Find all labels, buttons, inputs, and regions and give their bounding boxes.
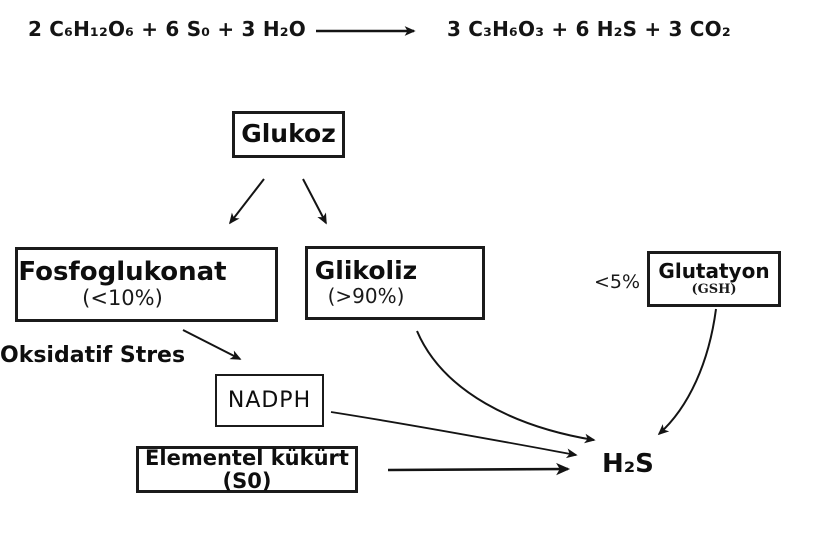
node-glikoliz-label: Glikoliz: [314, 255, 418, 285]
arrow-glukoz-to-fosfoglukonat-icon: [228, 178, 265, 225]
node-nadph-label: NADPH: [227, 387, 312, 413]
node-glutatyon-label: Glutatyon: [658, 259, 770, 283]
arrow-nadph-to-h2s-icon: [330, 411, 578, 459]
node-nadph: NADPH: [215, 374, 324, 427]
glutatyon-percent-label: <5%: [594, 271, 641, 293]
node-elementel-kukurt: Elementel kükürt (S0): [136, 446, 358, 493]
arrow-glutatyon-to-h2s-icon: [657, 308, 717, 436]
node-glukoz-label: Glukoz: [241, 119, 336, 149]
equation-products: 3 C₃H₆O₃ + 6 H₂S + 3 CO₂: [447, 17, 731, 41]
h2s-label: H₂S: [602, 449, 654, 479]
node-fosfoglukonat: Fosfoglukonat (<10%): [15, 247, 278, 322]
node-glutatyon: Glutatyon (GSH): [647, 251, 781, 307]
arrow-elementel-to-h2s-icon: [387, 462, 571, 476]
node-glikoliz: Glikoliz (>90%): [305, 246, 485, 320]
node-elementel-kukurt-label: Elementel kükürt (S0): [145, 446, 349, 493]
arrow-fosfoglukonat-to-nadph-icon: [182, 329, 242, 360]
oksidatif-stres-label: Oksidatif Stres: [0, 343, 186, 368]
node-fosfoglukonat-percent: (<10%): [82, 286, 163, 311]
equation-reactants: 2 C₆H₁₂O₆ + 6 S₀ + 3 H₂O: [28, 17, 306, 41]
node-fosfoglukonat-label: Fosfoglukonat: [18, 256, 227, 287]
node-glukoz: Glukoz: [232, 111, 345, 158]
node-glutatyon-abbrev: (GSH): [691, 282, 737, 297]
arrow-glukoz-to-glikoliz-icon: [302, 178, 327, 225]
arrow-glikoliz-to-h2s-icon: [416, 330, 596, 444]
node-glikoliz-percent: (>90%): [327, 284, 405, 309]
